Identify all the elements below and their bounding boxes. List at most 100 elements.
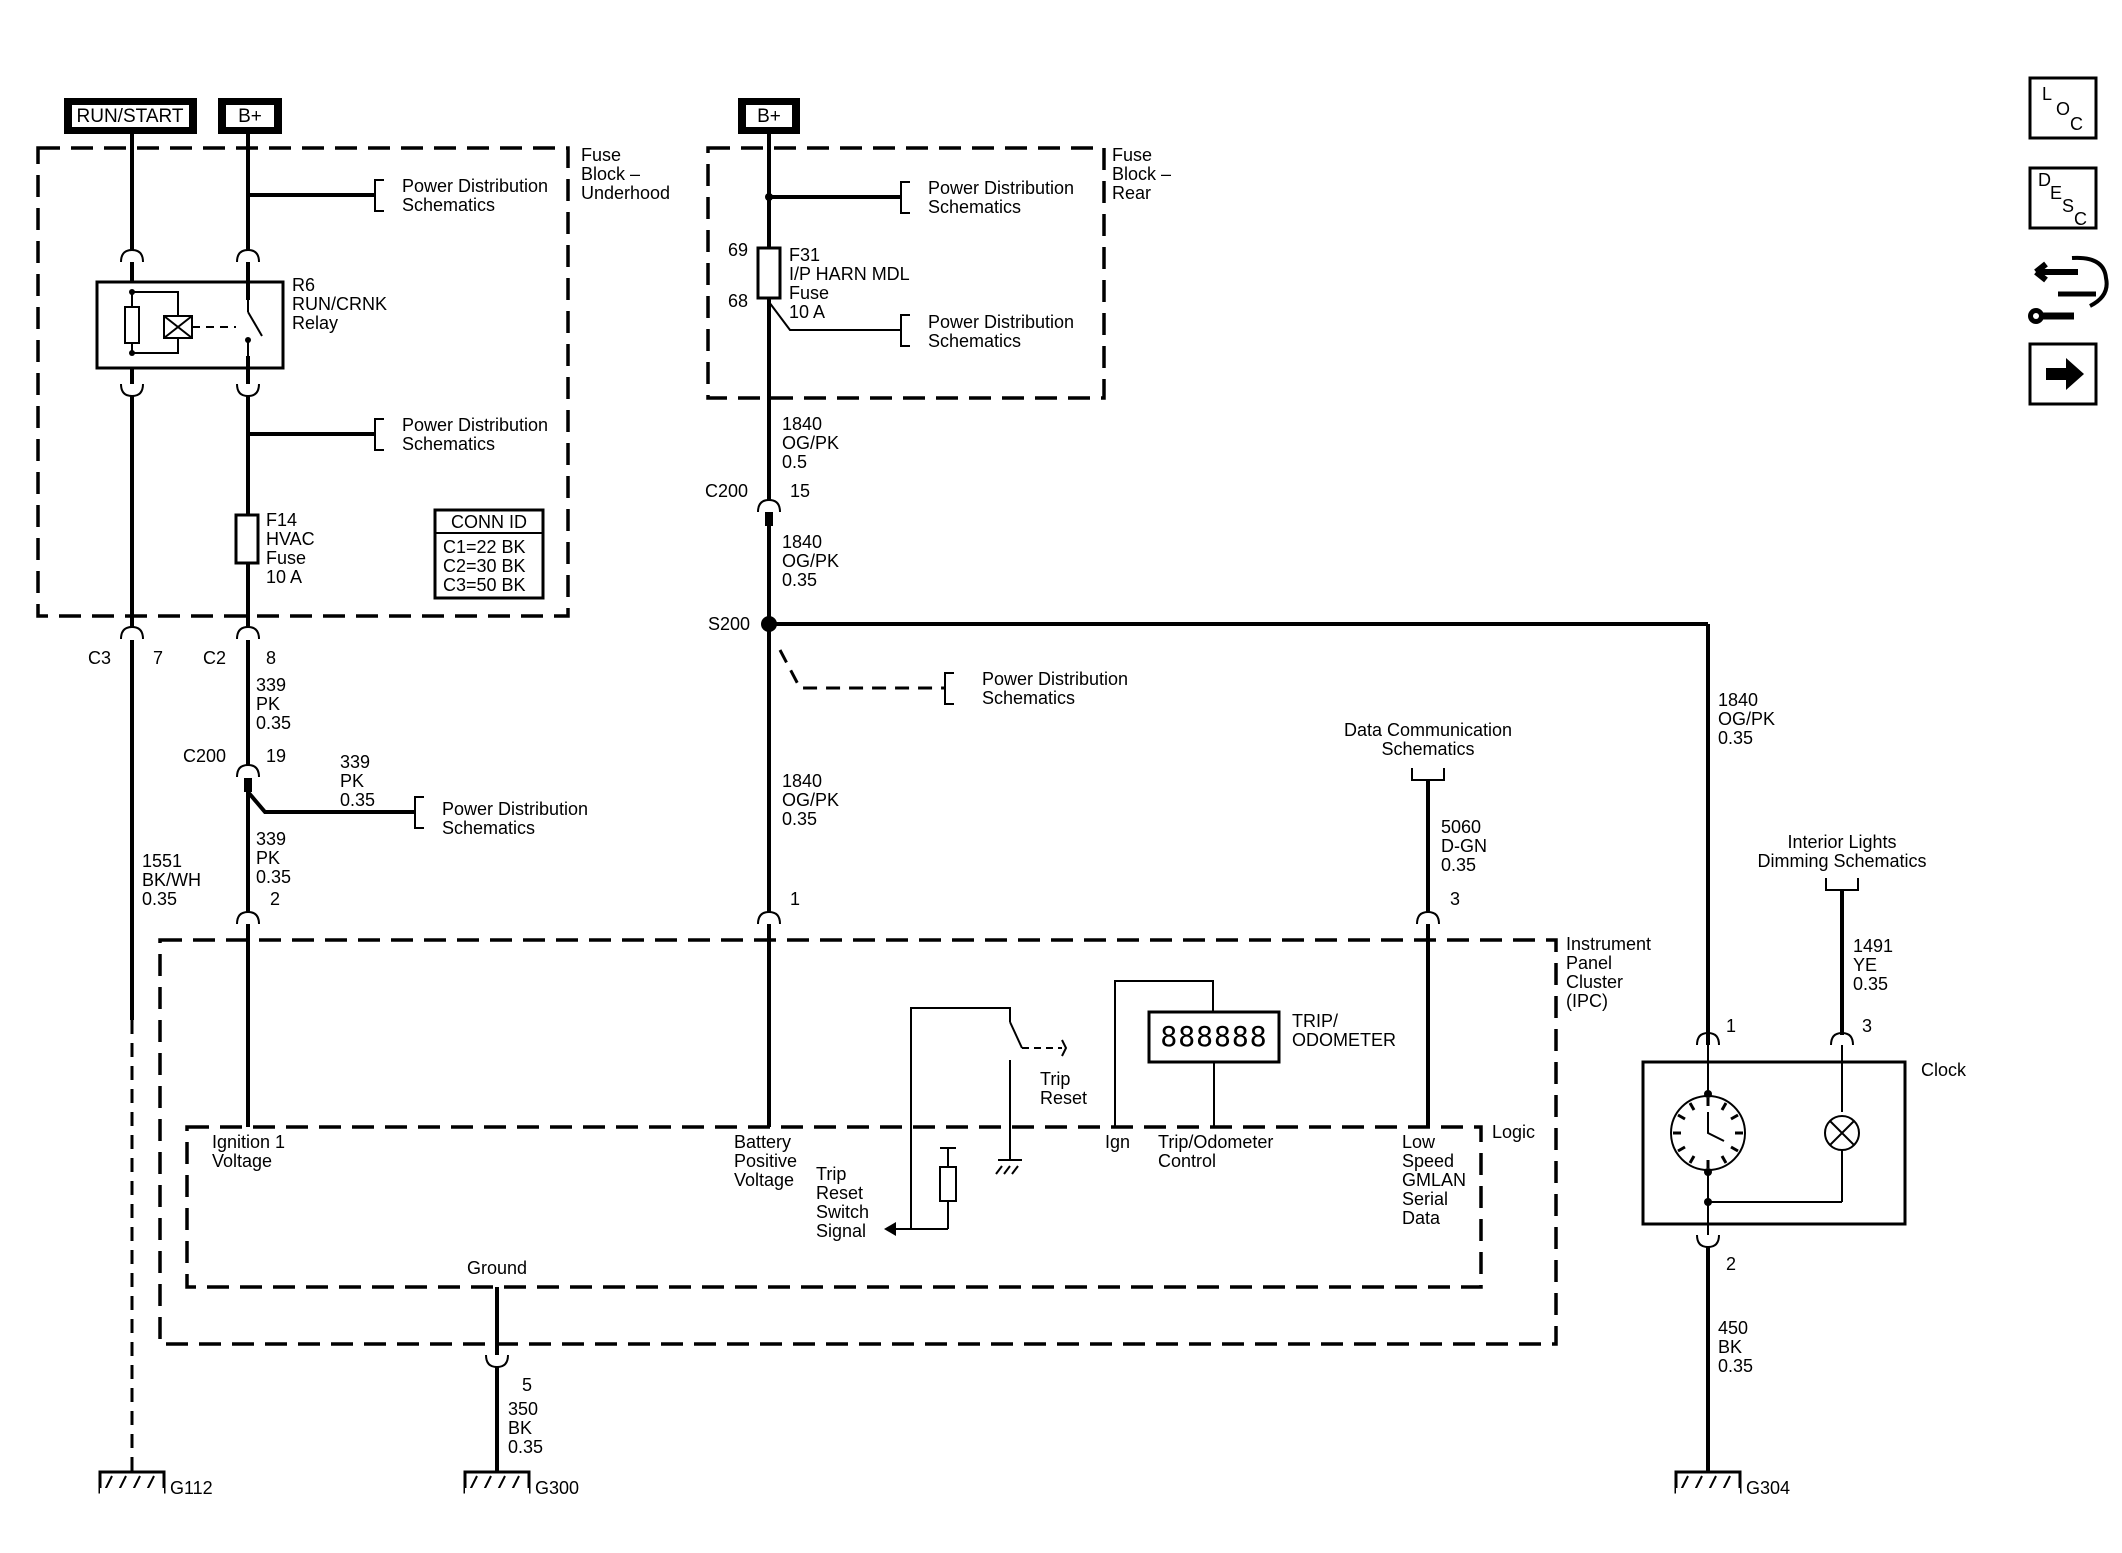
ipc-logic-label: Logic: [1492, 1122, 1535, 1142]
clock-w1840-2: OG/PK: [1718, 709, 1775, 729]
ipc-battery-3: Voltage: [734, 1170, 794, 1190]
trip-control-2: Control: [1158, 1151, 1216, 1171]
w339b-2: PK: [256, 848, 280, 868]
loc-button[interactable]: L O C: [2028, 76, 2098, 140]
connector-wrench-button[interactable]: [2028, 255, 2109, 324]
b-plus-mid-tag: B+: [738, 98, 800, 134]
w5060-3: 0.35: [1441, 855, 1476, 875]
loc-letter-o: O: [2056, 99, 2070, 119]
w1551-2: BK/WH: [142, 870, 201, 890]
trip-signal-1: Trip: [816, 1164, 846, 1184]
rear-pd-top-2: Schematics: [928, 197, 1021, 217]
conn-id-row-3: C3=50 BK: [443, 575, 526, 595]
left-wires: C3 7 C2 8 339 PK 0.35 C200 19 339 PK 0.3…: [88, 134, 588, 1472]
ground-pin-5: 5: [522, 1375, 532, 1395]
f14-label-4: 10 A: [266, 567, 302, 587]
w1840a-2: OG/PK: [782, 433, 839, 453]
clock-pin-3: 3: [1862, 1016, 1872, 1036]
c2-pin: 8: [266, 648, 276, 668]
gmlan-3: GMLAN: [1402, 1170, 1466, 1190]
gmlan-2: Speed: [1402, 1151, 1454, 1171]
fb-rear-title-2: Block –: [1112, 164, 1171, 184]
fuse-block-rear: Fuse Block – Rear Power Distribution Sch…: [706, 134, 1171, 400]
fb-underhood-title-2: Block –: [581, 164, 640, 184]
f31-label-3: Fuse: [789, 283, 829, 303]
f14-label-3: Fuse: [266, 548, 306, 568]
f14-label-1: F14: [266, 510, 297, 530]
loc-letter-l: L: [2042, 84, 2052, 104]
loc-letter-c: C: [2070, 114, 2083, 134]
pd-top-2: Schematics: [402, 195, 495, 215]
desc-button[interactable]: D E S C: [2028, 166, 2098, 230]
dimming-title-1: Interior Lights: [1787, 832, 1896, 852]
f14-label-2: HVAC: [266, 529, 315, 549]
w350-1: 350: [508, 1399, 538, 1419]
w450-3: 0.35: [1718, 1356, 1753, 1376]
g304-label: G304: [1746, 1478, 1790, 1498]
w339branch-1: 339: [340, 752, 370, 772]
pd-branch-1: Power Distribution: [442, 799, 588, 819]
c200-mid-pin: 15: [790, 481, 810, 501]
w1840b-1: 1840: [782, 532, 822, 552]
w1840b-3: 0.35: [782, 570, 817, 590]
data-comm-title-2: Schematics: [1381, 739, 1474, 759]
w339branch-2: PK: [340, 771, 364, 791]
odometer-display: [1147, 1010, 1281, 1064]
conn-id-row-1: C1=22 BK: [443, 537, 526, 557]
w5060-2: D-GN: [1441, 836, 1487, 856]
clock-ticks: [1673, 1098, 1743, 1168]
g112-label: G112: [170, 1478, 213, 1498]
ipc-pin-1: 1: [790, 889, 800, 909]
f31-label-4: 10 A: [789, 302, 825, 322]
trip-signal-2: Reset: [816, 1183, 863, 1203]
f31-pin-68: 68: [728, 291, 748, 311]
ipc-ground-label: Ground: [467, 1258, 527, 1278]
w339a-1: 339: [256, 675, 286, 695]
instrument-panel-cluster: Instrument Panel Cluster (IPC) Logic Ign…: [158, 934, 1651, 1472]
w1840a-3: 0.5: [782, 452, 807, 472]
ground-g112: G112: [98, 1470, 213, 1498]
ground-g300: G300: [463, 1470, 579, 1498]
rear-pd-bottom-1: Power Distribution: [928, 312, 1074, 332]
mid-wires: 1840 OG/PK 0.5 C200 15 1840 OG/PK 0.35 S…: [705, 400, 1775, 1127]
odometer-title-2: ODOMETER: [1292, 1030, 1396, 1050]
ipc-title-4: (IPC): [1566, 991, 1608, 1011]
pullup-resistor: [939, 1166, 957, 1202]
relay-label-3: Relay: [292, 313, 338, 333]
conn-id-title: CONN ID: [451, 512, 527, 532]
run-start-tag: RUN/START: [64, 98, 197, 134]
clock-pin-2: 2: [1726, 1254, 1736, 1274]
pd-splice-1: Power Distribution: [982, 669, 1128, 689]
pd-mid-1: Power Distribution: [402, 415, 548, 435]
c3-pin: 7: [153, 648, 163, 668]
ipc-battery-2: Positive: [734, 1151, 797, 1171]
ipc-ignition-2: Voltage: [212, 1151, 272, 1171]
ipc-battery-1: Battery: [734, 1132, 791, 1152]
arrow-right-icon: [2046, 358, 2084, 390]
s200-label: S200: [708, 614, 750, 634]
ipc-title-1: Instrument: [1566, 934, 1651, 954]
desc-letter-d: D: [2038, 170, 2051, 190]
clock-w1840-3: 0.35: [1718, 728, 1753, 748]
w450-1: 450: [1718, 1318, 1748, 1338]
ipc-ignition-1: Ignition 1: [212, 1132, 285, 1152]
relay-label-2: RUN/CRNK: [292, 294, 387, 314]
c200-left-pin: 19: [266, 746, 286, 766]
odometer-title-1: TRIP/: [1292, 1011, 1338, 1031]
w1551-1: 1551: [142, 851, 182, 871]
pd-splice-2: Schematics: [982, 688, 1075, 708]
w1551-3: 0.35: [142, 889, 177, 909]
w1840b-2: OG/PK: [782, 551, 839, 571]
f31-label-2: I/P HARN MDL: [789, 264, 910, 284]
w1491-1: 1491: [1853, 936, 1893, 956]
next-button[interactable]: [2028, 342, 2098, 406]
b-plus-left-tag: B+: [218, 98, 282, 134]
trip-control-1: Trip/Odometer: [1158, 1132, 1273, 1152]
data-comm-branch: Data Communication Schematics 5060 D-GN …: [1344, 720, 1512, 1127]
f31-label-1: F31: [789, 245, 820, 265]
ipc-pin-3: 3: [1450, 889, 1460, 909]
w339b-3: 0.35: [256, 867, 291, 887]
fuse-f31: [756, 246, 782, 300]
clock-pin-1: 1: [1726, 1016, 1736, 1036]
relay-label-1: R6: [292, 275, 315, 295]
